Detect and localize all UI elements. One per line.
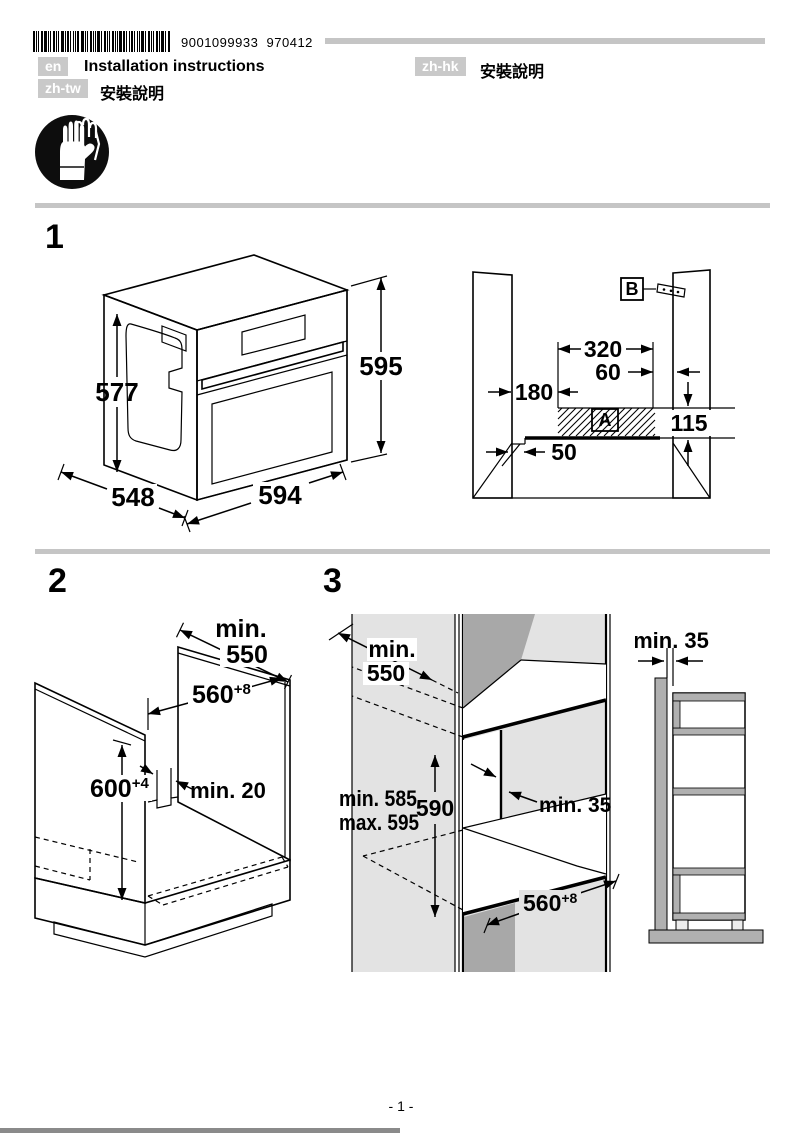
label-bracket-b: B: [626, 279, 639, 299]
oven-top-face: [101, 254, 350, 331]
dim-niche-height: 600+4: [90, 775, 149, 803]
oven-display: [241, 314, 306, 356]
order-number: 9001099933 970412: [181, 35, 313, 50]
dim3-niche-max: max. 595: [339, 810, 419, 835]
dim3-side-gap: min. 35: [635, 628, 709, 653]
oven-handle: [201, 340, 344, 391]
front-glove: [60, 120, 95, 180]
figure-3-tall-cabinet-diagram: min. 550 min. 585 max. 595 590 min. 35 5…: [328, 614, 620, 972]
lower-shelf: [463, 794, 606, 914]
dim-back-gap: min. 20: [190, 778, 266, 803]
dim3-depth-min-value: 550: [367, 660, 405, 686]
lang-badge-en: en: [38, 57, 69, 76]
lang-row-zh-tw: zh-tw: [38, 79, 88, 98]
figure-1-niche-diagram: 320 60 180 115 50 A B: [472, 269, 735, 499]
cabinet-base: [34, 858, 291, 946]
figure-1-oven-diagram: 595 577 548 594: [57, 254, 403, 533]
niche-floor: [473, 443, 710, 498]
lang-row-zh-hk: zh-hk: [415, 57, 466, 76]
dim3-vent-gap: min. 35: [539, 794, 612, 817]
dim3-height-590: 590: [416, 795, 454, 821]
dim-oven-height: 595: [359, 351, 402, 381]
oven-door-window: [211, 371, 333, 485]
dim-niche-width: 560+8: [192, 681, 251, 709]
dim-oven-side-height: 577: [95, 377, 138, 407]
dim3-depth-min-label: min.: [368, 636, 415, 662]
dim-oven-width: 594: [258, 480, 302, 510]
figure-2-base-cabinet-diagram: min. 550 560+8 600+4 min. 20: [34, 615, 293, 958]
side-shelves: [672, 692, 746, 921]
section-rule-1: [35, 203, 770, 208]
dim-depth-min-value: 550: [226, 641, 268, 669]
title-en: Installation instructions: [84, 58, 265, 75]
upper-shelf: [463, 660, 606, 737]
floor: [648, 929, 764, 944]
oven-niche-opening: [463, 730, 501, 828]
cabinet-plinth: [53, 903, 273, 958]
figure-1-number: 1: [45, 218, 64, 256]
protective-gloves-icon: [35, 115, 109, 189]
oven-control-panel: [196, 289, 348, 382]
label-area-a: A: [599, 410, 612, 430]
figure-3-side-view: min. 35: [635, 628, 764, 944]
dim-niche-180: 180: [515, 379, 553, 405]
footer-bar: [0, 1128, 400, 1133]
title-zh-hk: 安裝說明: [480, 64, 545, 81]
lang-row-en: en: [38, 57, 69, 76]
dim-oven-depth: 548: [111, 482, 154, 512]
section-rule-2: [35, 549, 770, 554]
cabinet-right-panel: [177, 645, 291, 862]
dim3-niche-width: 560+8: [523, 890, 578, 916]
figure-2-number: 2: [48, 562, 67, 600]
upper-shadow: [463, 614, 535, 708]
mounting-bracket: [656, 283, 686, 298]
cabinet-foot: [675, 919, 689, 931]
cabinet-left-panel: [34, 681, 146, 905]
figure-3-number: 3: [323, 562, 342, 600]
dim3-niche-min: min. 585: [339, 786, 417, 811]
back-spacer-step: [147, 796, 179, 809]
dim-niche-320: 320: [584, 336, 622, 362]
oven-side-contour: [125, 323, 183, 452]
barcode: [33, 31, 170, 52]
side-cabinet: [672, 692, 746, 921]
oven-door: [196, 354, 348, 501]
dim-niche-60: 60: [595, 359, 621, 385]
side-wall: [654, 677, 668, 931]
lang-badge-zh-tw: zh-tw: [38, 79, 88, 98]
page-number: - 1 -: [388, 1098, 414, 1114]
dim-depth-min-label: min.: [215, 615, 266, 643]
lang-badge-zh-hk: zh-hk: [415, 57, 466, 76]
header-rule: [325, 38, 765, 44]
cabinet-foot: [731, 919, 744, 931]
oven-side-vent: [161, 325, 187, 352]
title-zh-tw: 安裝說明: [100, 86, 165, 103]
dim-niche-50: 50: [551, 439, 577, 465]
dim-niche-115: 115: [670, 410, 707, 436]
